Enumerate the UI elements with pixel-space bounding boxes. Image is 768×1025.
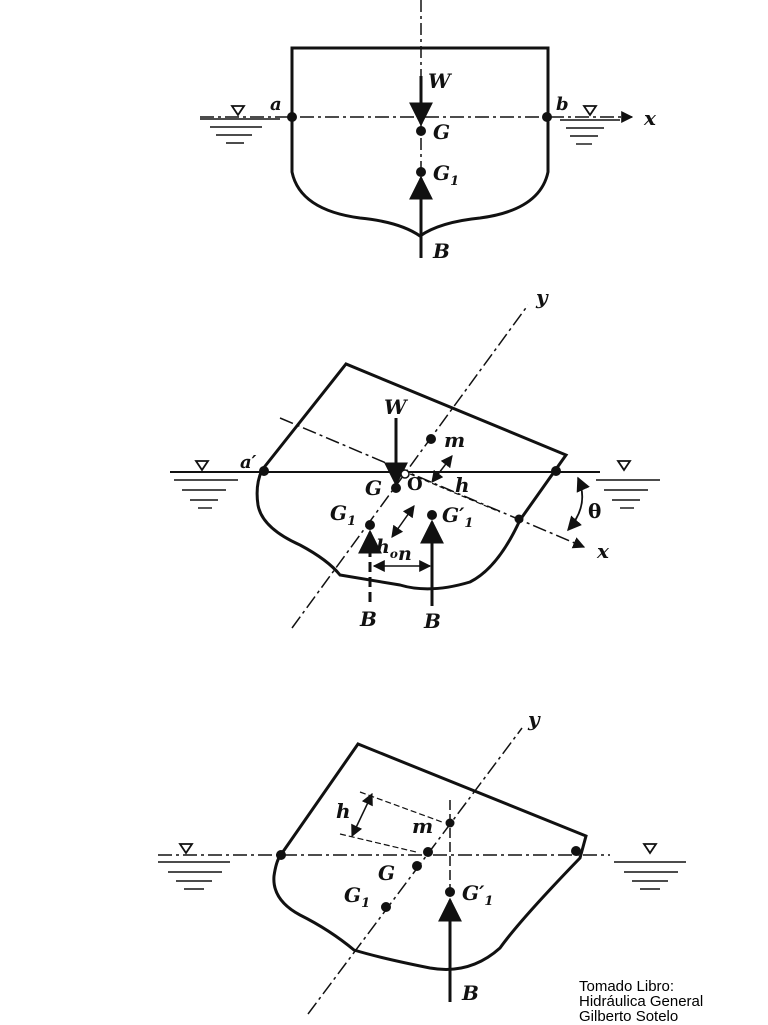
label-y: y [535, 285, 549, 309]
label-b-right: B [423, 609, 441, 633]
label-h: h [455, 473, 470, 497]
label-x: x [643, 106, 657, 130]
point-a [287, 112, 297, 122]
dimension-ho [391, 505, 415, 538]
water-symbol-right [596, 460, 660, 509]
label-g: G [433, 120, 450, 144]
diagram-tilted: y a′ W m O h θ G G1 ho G′1 n x B B [170, 285, 660, 633]
dimension-h [351, 792, 373, 838]
label-y: y [527, 707, 541, 731]
label-b-buoyancy: B [461, 981, 479, 1005]
label-m: m [412, 814, 433, 838]
hull-outline-tilted [255, 362, 569, 591]
point-g1-prime [445, 887, 455, 897]
label-b-buoyancy: B [432, 239, 450, 263]
point-g1 [416, 167, 426, 177]
angle-theta-arc [567, 476, 590, 532]
water-symbol-left [174, 460, 238, 509]
label-b-left: B [359, 607, 377, 631]
dimension-h-guide-top [359, 791, 443, 823]
water-symbol-right [560, 105, 620, 145]
point-axis-hull [514, 514, 524, 524]
point-m [426, 434, 436, 444]
dimension-h [431, 455, 453, 483]
label-w: W [384, 395, 409, 419]
source-credit: Tomado Libro: Hidráulica General Gilbert… [579, 979, 703, 1024]
point-g1-prime [427, 510, 437, 520]
label-m: m [444, 428, 465, 452]
hull-outline-unstable [272, 742, 588, 971]
x-axis [279, 417, 586, 549]
label-g1: G1 [330, 501, 356, 529]
diagram-tilted-unstable: y h m G G1 G′1 B [158, 707, 686, 1015]
point-a-prime [259, 466, 269, 476]
dimension-h-guide-bottom [339, 833, 417, 853]
point-waterline-right [571, 846, 581, 856]
label-g1: G1 [433, 161, 459, 189]
point-g1 [381, 902, 391, 912]
label-o: O [407, 474, 423, 495]
water-symbol-left [200, 105, 280, 144]
point-g [416, 126, 426, 136]
water-symbol-right [614, 843, 686, 890]
water-symbol-left [158, 843, 230, 890]
point-g1 [365, 520, 375, 530]
point-o [400, 469, 410, 479]
point-g [412, 861, 422, 871]
y-axis [307, 727, 523, 1015]
label-b: b [556, 94, 569, 115]
label-g: G [378, 861, 395, 885]
point-o [423, 847, 433, 857]
label-g1: G1 [344, 883, 370, 911]
credit-line-3: Gilberto Sotelo [579, 1008, 679, 1025]
label-g: G [365, 476, 382, 500]
dimension-h-guide [409, 473, 501, 513]
point-waterline-right [551, 466, 561, 476]
credit-line-1: Tomado Libro: [579, 978, 675, 995]
label-a: a [270, 94, 282, 115]
label-h: h [336, 799, 351, 823]
label-x: x [596, 539, 610, 563]
label-n: n [398, 543, 412, 565]
credit-line-2: Hidráulica General [579, 993, 704, 1010]
diagram-upright: a b x W G G1 B [200, 0, 657, 263]
point-m [445, 818, 455, 828]
y-axis [291, 304, 529, 629]
label-g1-prime: G′1 [442, 503, 473, 531]
label-g1-prime: G′1 [462, 881, 493, 909]
label-ho: ho [376, 536, 398, 561]
label-a-prime: a′ [240, 452, 257, 473]
label-w: W [428, 69, 453, 93]
label-theta: θ [588, 499, 601, 523]
point-g [391, 483, 401, 493]
point-b [542, 112, 552, 122]
point-waterline-left [276, 850, 286, 860]
